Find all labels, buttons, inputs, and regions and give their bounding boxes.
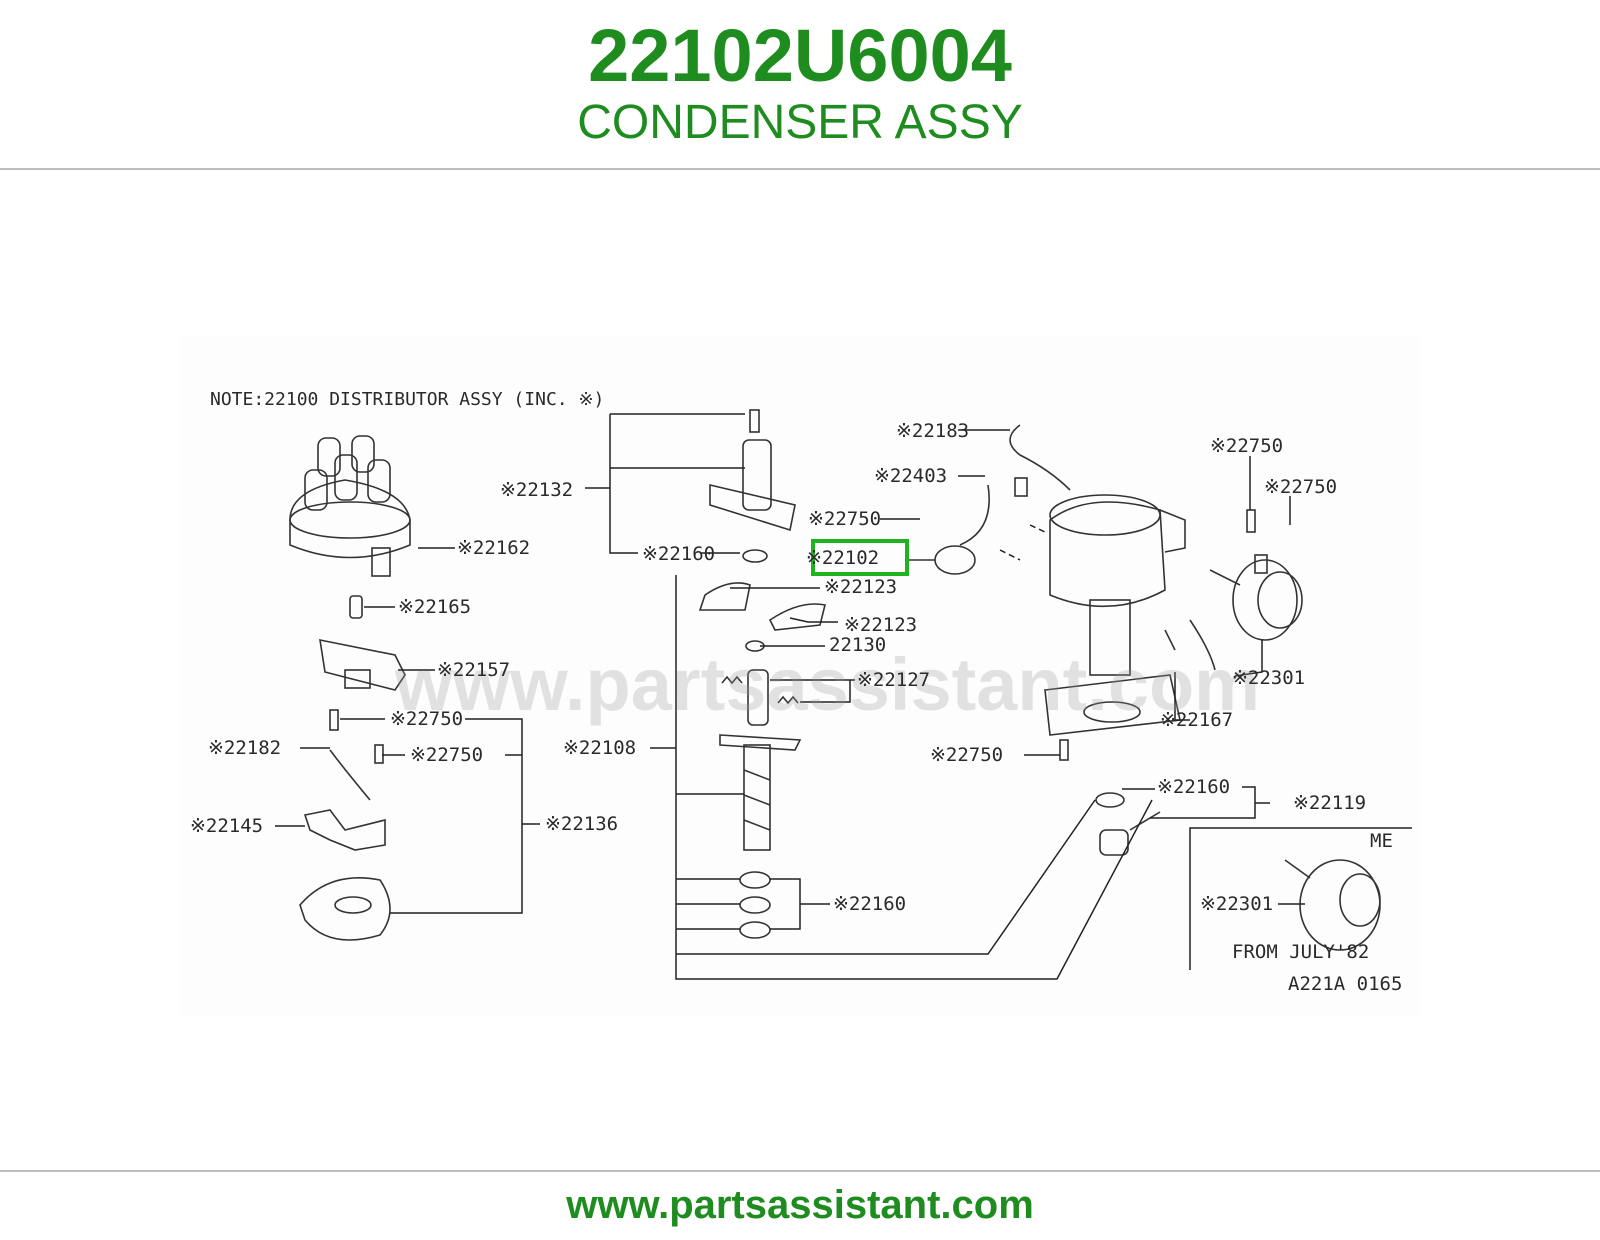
washer-icon <box>739 896 771 914</box>
screw-icon <box>1059 739 1069 761</box>
callout-22157[interactable]: ※22157 <box>437 659 510 681</box>
screw-icon <box>329 709 339 731</box>
watermark: www.partsassistant.com <box>394 643 1260 726</box>
breaker-plate-assy <box>299 749 391 941</box>
callout-22750[interactable]: ※22750 <box>930 744 1003 766</box>
rotor-head <box>319 638 406 691</box>
callout-22403[interactable]: ※22403 <box>874 465 947 487</box>
screw-icon <box>1246 509 1256 533</box>
cam-assy-bracket <box>709 439 796 532</box>
callout-22750[interactable]: ※22750 <box>808 508 881 530</box>
inset-label-date: FROM JULY'82 <box>1232 941 1369 963</box>
callout-22750[interactable]: ※22750 <box>1264 476 1337 498</box>
callout-22119[interactable]: ※22119 <box>1293 792 1366 814</box>
inset-label-me: ME <box>1370 830 1393 852</box>
diagram-note: NOTE:22100 DISTRIBUTOR ASSY (INC. ※) <box>210 389 604 410</box>
footer-url[interactable]: www.partsassistant.com <box>566 1183 1034 1227</box>
part-name-subtitle: CONDENSER ASSY <box>577 96 1023 149</box>
diagram-code: A221A 0165 <box>1288 973 1402 995</box>
callout-22102-highlighted[interactable]: ※22102 <box>806 547 879 569</box>
governor-spring <box>721 675 743 685</box>
callout-22183[interactable]: ※22183 <box>896 420 969 442</box>
callout-22167[interactable]: ※22167 <box>1160 709 1233 731</box>
inset-vacuum-controller <box>1284 859 1381 951</box>
part-number-title: 22102U6004 <box>588 14 1012 97</box>
distributor-shaft <box>719 669 802 851</box>
screw-icon <box>374 744 384 764</box>
condenser-body <box>905 545 976 575</box>
callout-22127[interactable]: ※22127 <box>857 669 930 691</box>
screw-icon <box>749 409 760 433</box>
distributor-cap <box>289 435 411 577</box>
callout-22132[interactable]: ※22132 <box>500 479 573 501</box>
leader-lines <box>275 413 1412 980</box>
retainer-clip <box>1164 619 1216 671</box>
callout-22182[interactable]: ※22182 <box>208 737 281 759</box>
governor-spring <box>777 695 799 705</box>
callout-22301[interactable]: ※22301 <box>1200 893 1273 915</box>
vacuum-controller <box>1209 554 1303 641</box>
collar-pinion <box>1095 792 1161 856</box>
callout-22160[interactable]: ※22160 <box>642 543 715 565</box>
callout-22750[interactable]: ※22750 <box>410 744 483 766</box>
callout-22123[interactable]: ※22123 <box>824 576 897 598</box>
lead-wire <box>1009 424 1071 491</box>
callout-22165[interactable]: ※22165 <box>398 596 471 618</box>
terminal-icon <box>1014 477 1028 497</box>
highlight-box <box>811 539 909 576</box>
callout-22145[interactable]: ※22145 <box>190 815 263 837</box>
callout-22130[interactable]: 22130 <box>829 634 886 656</box>
governor-weight <box>698 582 751 611</box>
callout-22750[interactable]: ※22750 <box>1210 435 1283 457</box>
washer-icon <box>742 549 768 563</box>
footer-divider <box>0 1170 1600 1172</box>
callout-22750[interactable]: ※22750 <box>390 708 463 730</box>
dashed-guide <box>999 524 1046 561</box>
washer-icon <box>739 871 771 889</box>
carbon-point-spring <box>349 595 363 619</box>
header-divider <box>0 168 1600 170</box>
washer-icon <box>739 921 771 939</box>
callout-22123[interactable]: ※22123 <box>844 614 917 636</box>
callout-22160[interactable]: ※22160 <box>1157 776 1230 798</box>
callout-22160[interactable]: ※22160 <box>833 893 906 915</box>
callout-22136[interactable]: ※22136 <box>545 813 618 835</box>
callout-22108[interactable]: ※22108 <box>563 737 636 759</box>
condenser-lead <box>959 484 990 546</box>
callout-22301[interactable]: ※22301 <box>1232 667 1305 689</box>
callout-22162[interactable]: ※22162 <box>457 537 530 559</box>
